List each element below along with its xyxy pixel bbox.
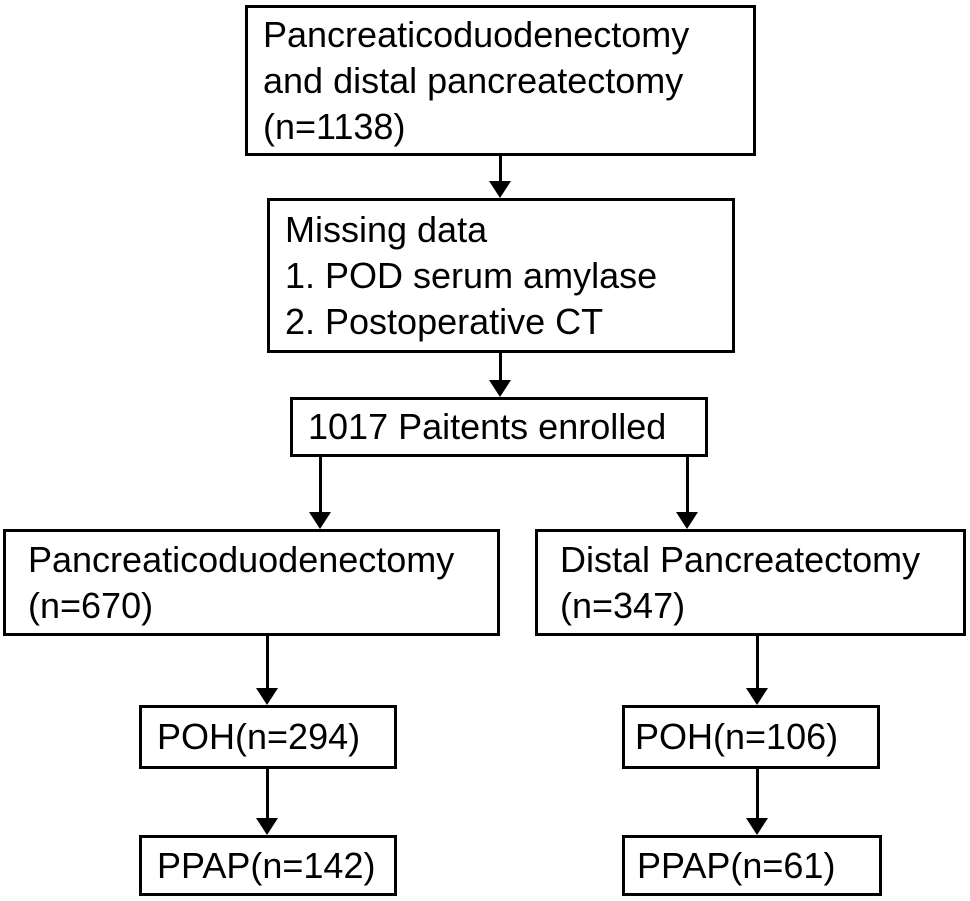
arrow-missing-to-enrolled — [489, 353, 511, 397]
box-dp-poh-label: POH(n=106) — [635, 716, 839, 757]
arrow-shaft — [685, 457, 689, 516]
arrow-shaft — [265, 636, 269, 692]
arrow-down-icon — [256, 688, 278, 705]
box-enrolled: 1017 Paitents enrolled — [290, 397, 708, 457]
arrow-down-icon — [309, 512, 331, 529]
arrow-dp-to-poh — [746, 636, 768, 705]
box-missing-data-label: Missing data 1. POD serum amylase 2. Pos… — [285, 208, 658, 342]
box-pd-ppap-label: PPAP(n=142) — [157, 844, 376, 886]
arrow-shaft — [265, 769, 269, 822]
arrow-total-to-missing — [489, 155, 511, 198]
box-pd-poh-label: POH(n=294) — [157, 716, 361, 757]
box-pd-ppap: PPAP(n=142) — [139, 835, 397, 896]
box-distal-pancreatectomy-label: Distal Pancreatectomy (n=347) — [560, 538, 921, 626]
box-distal-pancreatectomy: Distal Pancreatectomy (n=347) — [535, 529, 966, 636]
box-pancreaticoduodenectomy-label: Pancreaticoduodenectomy (n=670) — [28, 538, 455, 626]
arrow-pd-to-poh — [256, 636, 278, 705]
arrow-shaft — [755, 768, 759, 822]
box-enrolled-label: 1017 Paitents enrolled — [308, 406, 667, 447]
box-dp-ppap-label: PPAP(n=61) — [637, 844, 836, 886]
box-missing-data: Missing data 1. POD serum amylase 2. Pos… — [267, 198, 735, 353]
arrow-enrolled-to-pd — [309, 457, 331, 529]
arrow-shaft — [498, 155, 502, 185]
arrow-shaft — [498, 353, 502, 384]
arrow-down-icon — [676, 512, 698, 529]
arrow-down-icon — [489, 380, 511, 397]
box-total-cohort-label: Pancreaticoduodenectomy and distal pancr… — [263, 13, 690, 147]
box-dp-poh: POH(n=106) — [622, 705, 880, 769]
arrow-shaft — [755, 636, 759, 692]
arrow-shaft — [318, 457, 322, 516]
arrow-down-icon — [489, 181, 511, 198]
arrow-poh-to-ppap-left — [256, 769, 278, 835]
box-pancreaticoduodenectomy: Pancreaticoduodenectomy (n=670) — [3, 529, 500, 636]
arrow-down-icon — [746, 818, 768, 835]
arrow-down-icon — [256, 818, 278, 835]
box-dp-ppap: PPAP(n=61) — [622, 835, 882, 896]
box-total-cohort: Pancreaticoduodenectomy and distal pancr… — [245, 5, 756, 156]
arrow-down-icon — [746, 688, 768, 705]
arrow-poh-to-ppap-right — [746, 768, 768, 835]
box-pd-poh: POH(n=294) — [139, 705, 397, 769]
arrow-enrolled-to-dp — [676, 457, 698, 529]
